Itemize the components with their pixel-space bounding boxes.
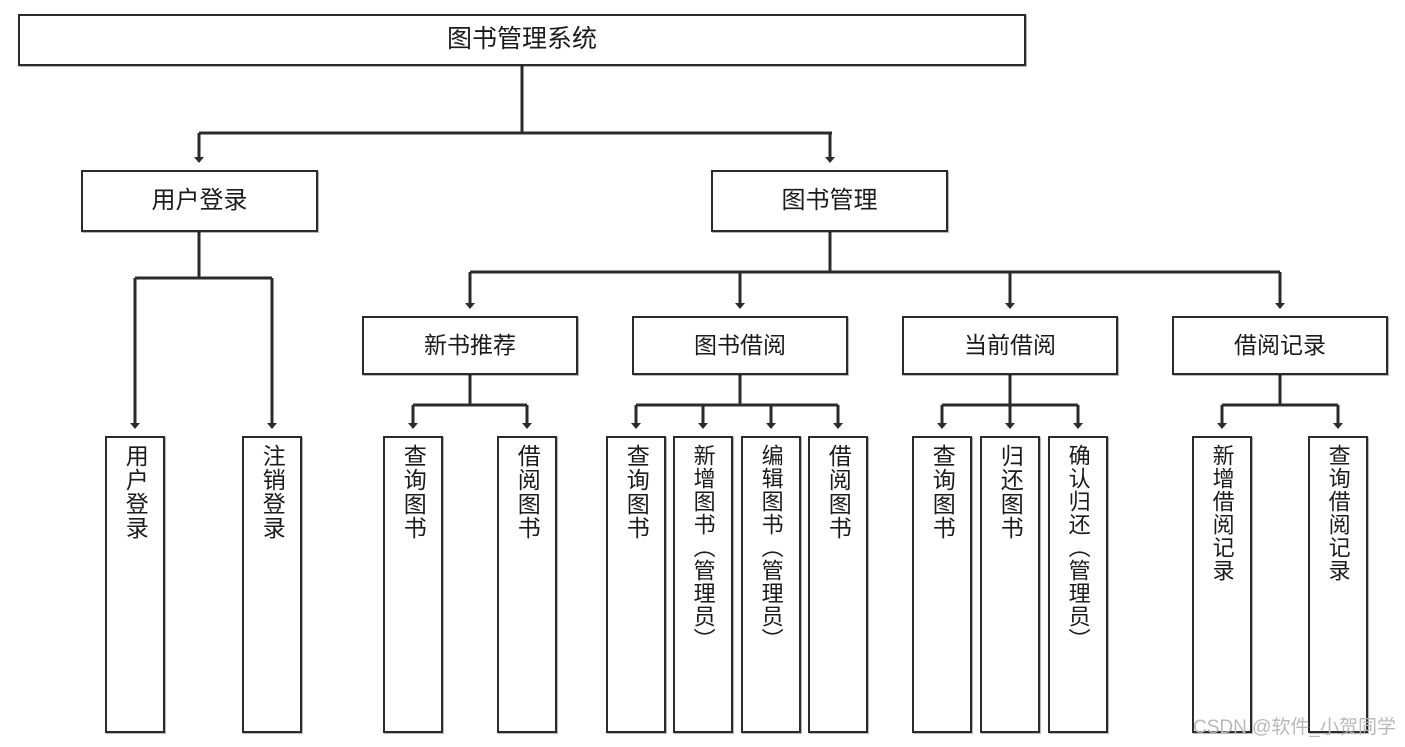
node-borrow-records[interactable]: 借阅记录 <box>1172 316 1388 375</box>
leaf-current-confirm-return[interactable]: 确认归还（管理员） <box>1048 436 1108 733</box>
leaf-current-confirm-return-label: 确认归还（管理员） <box>1065 444 1091 651</box>
node-book-borrow[interactable]: 图书借阅 <box>632 316 848 375</box>
leaf-borrow-add-book-label: 新增图书（管理员） <box>690 444 716 651</box>
watermark: CSDN @软件_小贺同学 <box>1193 717 1396 738</box>
leaf-current-return-book[interactable]: 归还图书 <box>980 436 1040 733</box>
leaf-recommend-borrow-book-label: 借阅图书 <box>514 444 541 540</box>
node-new-book-recommend-label: 新书推荐 <box>424 331 516 358</box>
leaf-records-query-record[interactable]: 查询借阅记录 <box>1308 436 1368 733</box>
leaf-borrow-add-book[interactable]: 新增图书（管理员） <box>673 436 733 733</box>
leaf-records-query-record-label: 查询借阅记录 <box>1325 444 1351 582</box>
leaf-borrow-borrow-book-label: 借阅图书 <box>825 444 852 540</box>
leaf-borrow-query-book-label: 查询图书 <box>623 444 650 540</box>
leaf-recommend-query-book-label: 查询图书 <box>400 444 427 540</box>
node-book-management[interactable]: 图书管理 <box>711 170 948 232</box>
node-current-borrow[interactable]: 当前借阅 <box>902 316 1118 375</box>
leaf-user-login-login[interactable]: 用户登录 <box>105 436 165 733</box>
leaf-user-login-logout-label: 注销登录 <box>259 444 286 540</box>
leaf-current-query-book-label: 查询图书 <box>929 444 956 540</box>
leaf-recommend-query-book[interactable]: 查询图书 <box>383 436 443 733</box>
node-book-borrow-label: 图书借阅 <box>694 331 786 358</box>
leaf-current-query-book[interactable]: 查询图书 <box>912 436 972 733</box>
leaf-borrow-edit-book[interactable]: 编辑图书（管理员） <box>741 436 801 733</box>
leaf-records-add-record-label: 新增借阅记录 <box>1209 444 1235 582</box>
node-root[interactable]: 图书管理系统 <box>18 14 1026 66</box>
leaf-current-return-book-label: 归还图书 <box>997 444 1024 540</box>
node-new-book-recommend[interactable]: 新书推荐 <box>362 316 578 375</box>
leaf-records-add-record[interactable]: 新增借阅记录 <box>1192 436 1252 733</box>
leaf-borrow-query-book[interactable]: 查询图书 <box>606 436 666 733</box>
node-user-login-label: 用户登录 <box>151 186 248 214</box>
node-user-login[interactable]: 用户登录 <box>81 170 318 232</box>
node-current-borrow-label: 当前借阅 <box>964 331 1056 358</box>
node-root-label: 图书管理系统 <box>446 25 597 54</box>
node-borrow-records-label: 借阅记录 <box>1234 331 1326 358</box>
leaf-borrow-borrow-book[interactable]: 借阅图书 <box>808 436 868 733</box>
leaf-user-login-login-label: 用户登录 <box>122 444 149 540</box>
leaf-user-login-logout[interactable]: 注销登录 <box>242 436 302 733</box>
node-book-management-label: 图书管理 <box>781 186 878 214</box>
leaf-borrow-edit-book-label: 编辑图书（管理员） <box>758 444 784 651</box>
leaf-recommend-borrow-book[interactable]: 借阅图书 <box>497 436 557 733</box>
